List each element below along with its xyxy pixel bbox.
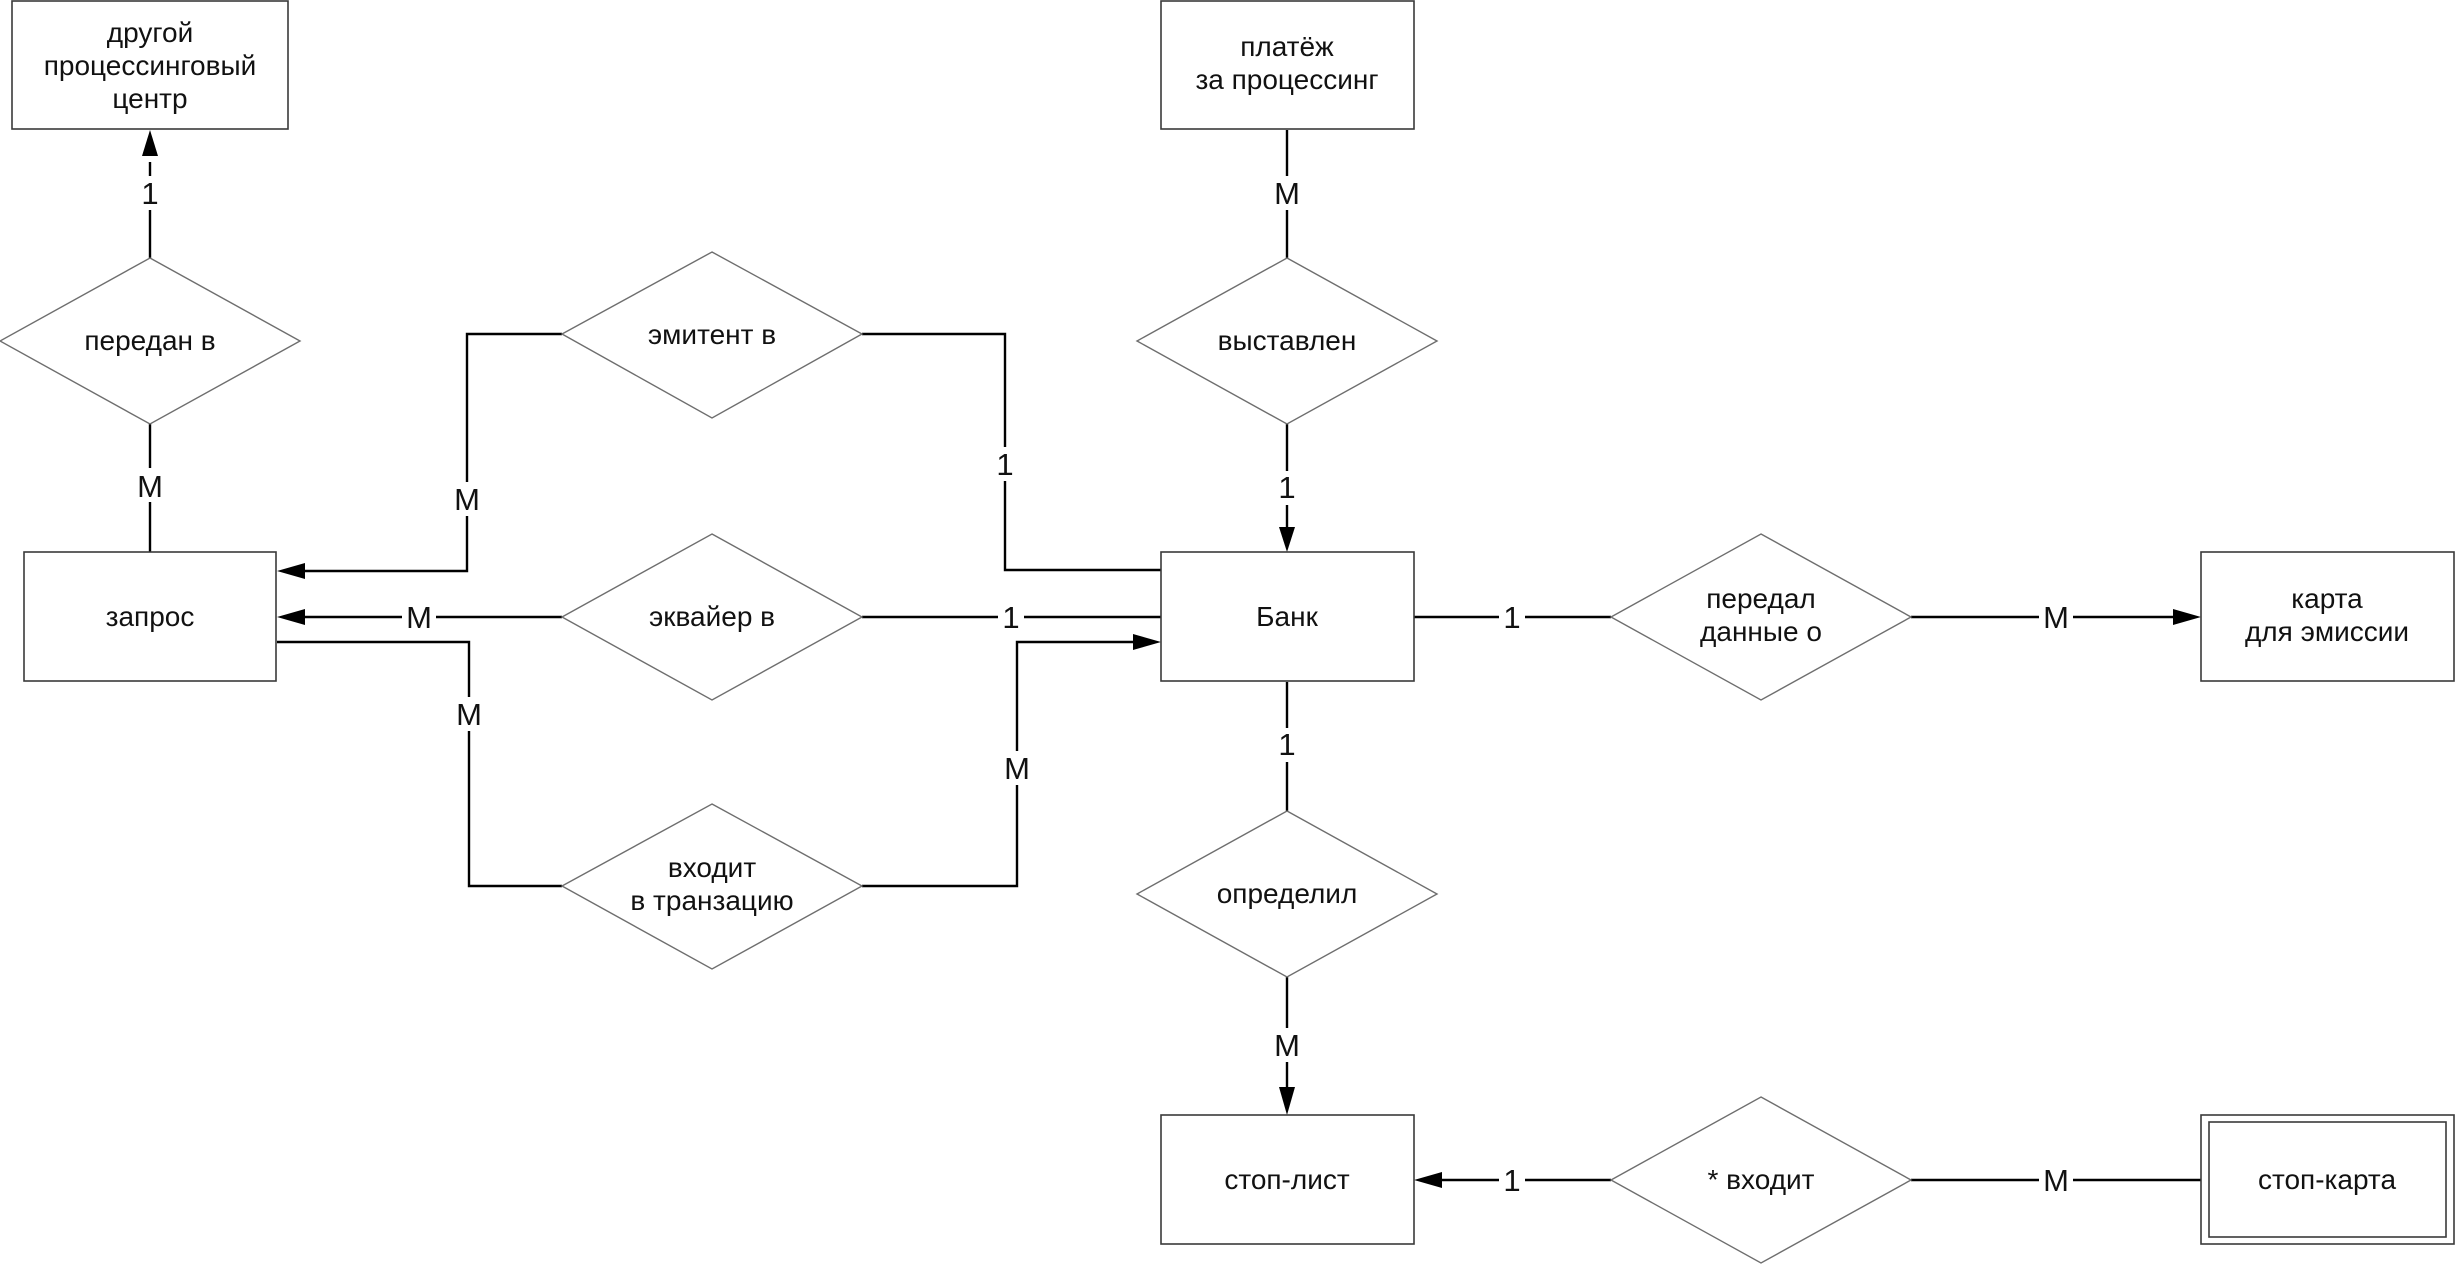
relationship-label-line: передал (1706, 583, 1816, 614)
entity-payment-for-processing: платёж за процессинг (1160, 0, 1415, 130)
relationship-label-line: в транзацию (630, 885, 793, 916)
arrowhead-bank-issued (1279, 527, 1295, 552)
arrowhead-bank-transaction (1133, 634, 1161, 650)
relationship-passed-to: передан в (0, 257, 302, 425)
entity-label-line: для эмиссии (2245, 616, 2409, 647)
entity-label-line: стоп-лист (1224, 1164, 1350, 1195)
cardinality-label: M (2043, 1163, 2069, 1198)
relationship-label-line: данные о (1700, 616, 1822, 647)
arrowhead-request-issuer (277, 563, 305, 579)
cardinality-label: 1 (1503, 600, 1520, 635)
entity-label-line: Банк (1256, 601, 1318, 632)
cardinality-label: M (406, 600, 432, 635)
relationship-label-line: * входит (1708, 1164, 1815, 1195)
arrowhead-card (2173, 609, 2201, 625)
relationship-passed-data-about: передал данные о (1609, 533, 1913, 701)
cardinality-label: 1 (1002, 600, 1019, 635)
cardinality-label: M (454, 482, 480, 517)
cardinality-label: 1 (1503, 1163, 1520, 1198)
entity-other-processing-center: другой процессинговый центр (11, 0, 289, 130)
relationship-issuer-in: эмитент в (560, 251, 864, 419)
relationship-acquirer-in: эквайер в (560, 533, 864, 701)
line-request-transaction (277, 640, 562, 888)
entity-card-for-issue: карта для эмиссии (2200, 551, 2455, 682)
cardinality-label: M (456, 697, 482, 732)
entity-bank: Банк (1160, 551, 1415, 682)
arrowhead-stoplist-enters (1414, 1172, 1442, 1188)
relationship-label-line: выставлен (1218, 325, 1357, 356)
line-request-issuer-in (292, 332, 562, 573)
cardinality-labels: 1 M M 1 M 1 M 1 1 M M M 1 M 1 M (133, 176, 2073, 1198)
relationship-defined: определил (1135, 810, 1439, 978)
relationship-label-line: эмитент в (648, 319, 776, 350)
arrowheads (142, 130, 2201, 1188)
relationship-label-line: входит (668, 852, 756, 883)
cardinality-label: M (1004, 751, 1030, 786)
arrowhead-request-acquirer (277, 609, 305, 625)
cardinality-label: M (1274, 1028, 1300, 1063)
cardinality-label: M (137, 469, 163, 504)
cardinality-label: 1 (1278, 727, 1295, 762)
relationship-label-line: эквайер в (649, 601, 775, 632)
entity-label-line: платёж (1240, 31, 1334, 62)
arrowhead-other-center (142, 130, 158, 156)
relationship-label-line: передан в (84, 325, 215, 356)
weak-entity-stop-card: стоп-карта (2200, 1114, 2455, 1245)
entity-label-line: процессинговый (44, 50, 257, 81)
entity-label-line: другой (107, 17, 193, 48)
cardinality-label: M (2043, 600, 2069, 635)
entity-label-line: за процессинг (1195, 64, 1378, 95)
entity-request: запрос (23, 551, 277, 682)
cardinality-label: 1 (1278, 470, 1295, 505)
cardinality-label: M (1274, 176, 1300, 211)
arrowhead-stoplist-defined (1279, 1087, 1295, 1115)
relationship-label-line: определил (1217, 878, 1358, 909)
cardinality-label: 1 (996, 447, 1013, 482)
entity-stop-list: стоп-лист (1160, 1114, 1415, 1245)
entity-label-line: карта (2291, 583, 2363, 614)
entity-label-line: запрос (106, 601, 195, 632)
entity-label-line: центр (112, 83, 187, 114)
relationship-enters: * входит (1609, 1096, 1913, 1264)
relationship-issued: выставлен (1135, 257, 1439, 425)
relationship-in-transaction: входит в транзацию (560, 803, 864, 970)
entity-label-line: стоп-карта (2258, 1164, 2396, 1195)
cardinality-label: 1 (141, 176, 158, 211)
